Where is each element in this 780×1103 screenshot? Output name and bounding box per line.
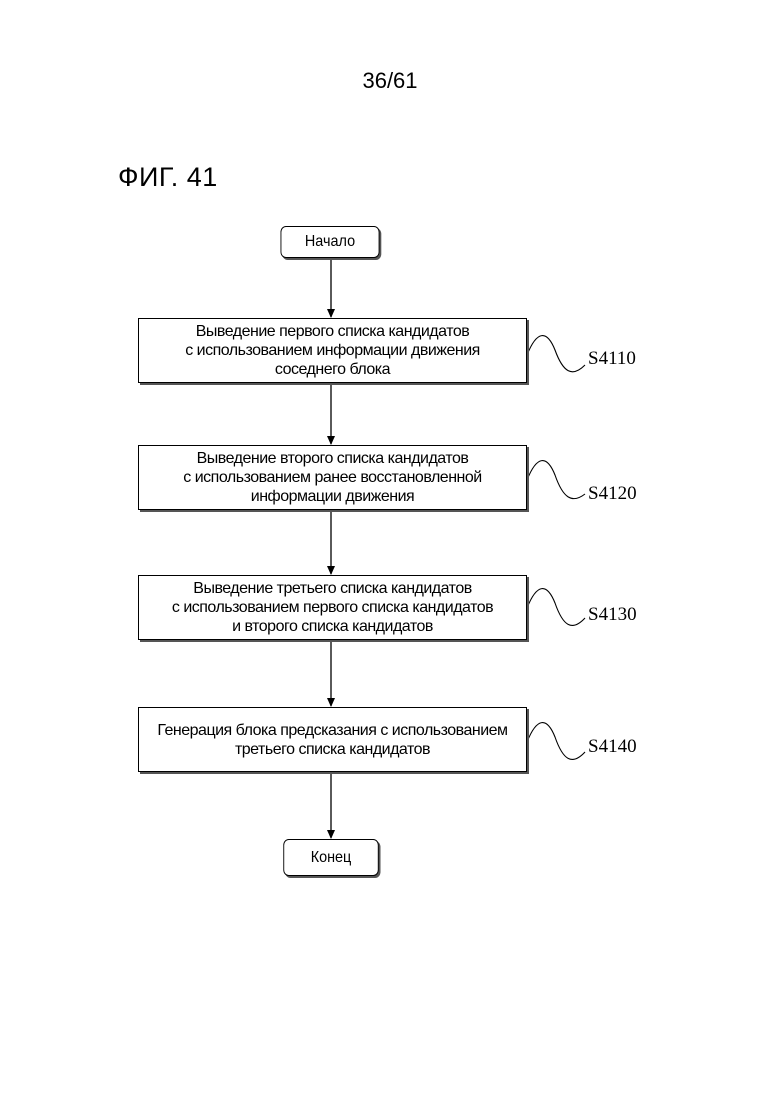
step-code-s4110: S4110 (588, 348, 636, 370)
step-code-s4130: S4130 (588, 604, 637, 626)
end-label: Конец (311, 849, 352, 867)
step-code-s4140: S4140 (588, 736, 637, 758)
step-text-s4130: Выведение третьего списка кандидатов с и… (172, 579, 493, 636)
start-terminal: Начало (281, 226, 380, 258)
start-label: Начало (305, 233, 355, 251)
step-code-s4120: S4120 (588, 483, 637, 505)
step-box-s4140: Генерация блока предсказания с использов… (138, 707, 527, 772)
end-terminal: Конец (283, 839, 378, 876)
step-box-s4110: Выведение первого списка кандидатов с ис… (138, 318, 527, 383)
step-text-s4120: Выведение второго списка кандидатов с ис… (183, 449, 481, 506)
step-box-s4120: Выведение второго списка кандидатов с ис… (138, 445, 527, 510)
leader-s4130 (527, 589, 585, 626)
step-box-s4130: Выведение третьего списка кандидатов с и… (138, 575, 527, 640)
leader-s4140 (527, 723, 585, 760)
step-text-s4110: Выведение первого списка кандидатов с ис… (185, 322, 480, 379)
leader-s4120 (527, 461, 585, 499)
step-text-s4140: Генерация блока предсказания с использов… (157, 721, 507, 759)
leader-s4110 (527, 336, 585, 372)
